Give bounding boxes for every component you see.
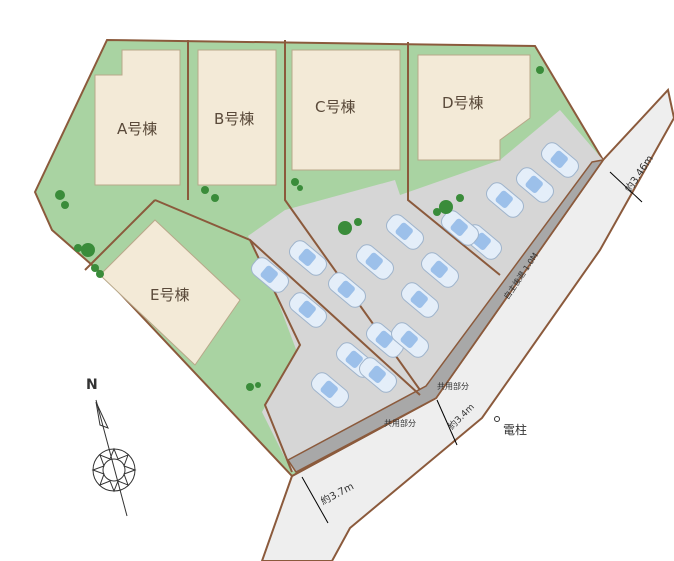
tree-icon (439, 200, 453, 214)
parked-car-icon (359, 357, 397, 393)
parked-car-icon (401, 282, 439, 318)
parked-car-icon (421, 252, 459, 288)
tree-icon (433, 208, 441, 216)
tree-icon (338, 221, 352, 235)
cars (251, 142, 579, 408)
tree-icon (91, 264, 99, 272)
tree-icon (55, 190, 65, 200)
tree-icon (81, 243, 95, 257)
parked-car-icon (486, 182, 524, 218)
compass-icon (91, 399, 137, 517)
utility-pole-label: 電柱 (503, 422, 527, 437)
parked-car-icon (386, 214, 424, 250)
parked-car-icon (516, 167, 554, 203)
tree-icon (354, 218, 362, 226)
tree-icon (297, 185, 303, 191)
parked-car-icon (289, 292, 327, 328)
tree-icon (255, 382, 261, 388)
tree-icon (211, 194, 219, 202)
building-b (197, 49, 277, 186)
building-c (291, 49, 401, 171)
shared-area-label: 共用部分 (384, 418, 416, 428)
building-b-label: B号棟 (214, 110, 254, 128)
tree-icon (201, 186, 209, 194)
parked-car-icon (328, 272, 366, 308)
tree-icon (96, 270, 104, 278)
tree-icon (536, 66, 544, 74)
parked-car-icon (251, 257, 289, 293)
building-c-label: C号棟 (315, 98, 355, 116)
building-a (94, 49, 181, 186)
setback-strip (286, 158, 605, 473)
parked-car-icon (289, 240, 327, 276)
parked-car-icon (541, 142, 579, 178)
trees (55, 66, 544, 391)
parked-car-icon (311, 372, 349, 408)
tree-icon (61, 201, 69, 209)
tree-icon (74, 244, 82, 252)
building-d (417, 54, 531, 161)
tree-icon (246, 383, 254, 391)
utility-pole-icon (494, 416, 500, 422)
parked-car-icon (441, 210, 479, 246)
parked-car-icon (356, 244, 394, 280)
building-a-label: A号棟 (117, 120, 157, 138)
compass-north-label: N (86, 377, 98, 393)
building-e (99, 219, 241, 366)
building-d-label: D号棟 (442, 94, 484, 112)
tree-icon (456, 194, 464, 202)
parked-car-icon (391, 322, 429, 358)
tree-icon (291, 178, 299, 186)
shared-area-label: 共用部分 (437, 381, 469, 391)
building-e-label: E号棟 (150, 286, 189, 304)
